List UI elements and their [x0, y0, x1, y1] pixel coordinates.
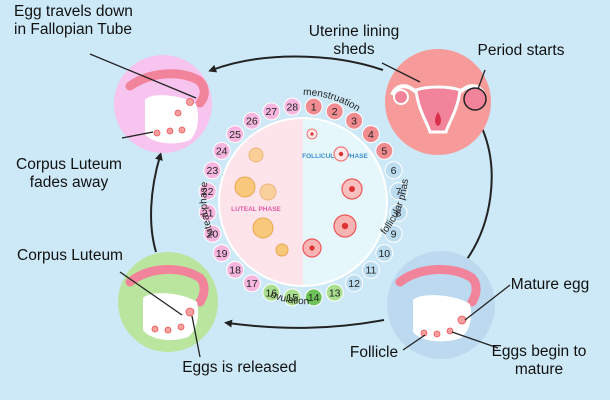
follicular-inner-half	[303, 118, 387, 286]
cycle-arrow-top	[208, 55, 384, 73]
period-highlight	[463, 87, 487, 111]
day-number: 26	[246, 116, 258, 128]
label-corpus-luteum-fades: Corpus Luteum fades away	[16, 156, 122, 191]
cycle-arrow-bottom	[224, 319, 385, 329]
day-number: 16	[265, 287, 277, 299]
fallopian-tube	[395, 265, 481, 307]
day-number: 20	[207, 229, 219, 241]
day-marker	[262, 102, 281, 121]
day-marker	[262, 283, 281, 302]
fallopian-tube	[125, 264, 209, 307]
label-eggs-released: Eggs is released	[182, 359, 297, 376]
day-number: 7	[395, 186, 401, 198]
follicle-stages	[302, 128, 363, 258]
label-uterine-lining: Uterine lining sheds	[308, 23, 400, 58]
label-period-starts: Period starts	[477, 42, 565, 59]
day-number: 23	[207, 165, 219, 177]
day-number: 8	[395, 208, 401, 220]
leader-lines	[89, 53, 511, 358]
day-number: 13	[329, 287, 341, 299]
day-number: 4	[368, 129, 374, 141]
day-number: 19	[216, 248, 228, 260]
day-number: 11	[365, 265, 376, 277]
day-number: 27	[265, 106, 277, 118]
day-number: 3	[351, 116, 357, 128]
corpus-luteum-blob	[234, 176, 256, 198]
day-marker	[304, 288, 323, 307]
day-number: 9	[391, 229, 397, 241]
cycle-arrow-right	[462, 127, 493, 266]
period-panel	[385, 49, 491, 155]
corpus-luteum-blob	[259, 183, 277, 201]
day-marker	[242, 111, 261, 130]
day-marker	[283, 97, 302, 116]
day-number: 15	[286, 292, 298, 304]
cycle-arrow-left	[150, 152, 163, 253]
day-marker	[384, 224, 403, 243]
day-marker	[203, 161, 222, 180]
fallopian-tube-panel	[114, 55, 212, 153]
day-number: 2	[332, 106, 338, 118]
corpus-luteum-panel	[118, 252, 218, 352]
day-marker	[345, 111, 364, 130]
day-number: 18	[229, 265, 241, 277]
corpus-luteum-blob	[252, 217, 274, 239]
label-eggs-begin: Eggs begin to mature	[491, 343, 587, 378]
corpus-luteum-stages	[234, 147, 289, 257]
day-number: 22	[202, 186, 214, 198]
day-number: 10	[378, 248, 390, 260]
day-number: 6	[391, 165, 397, 177]
label-corpus-luteum: Corpus Luteum	[17, 247, 123, 264]
day-number: 21	[202, 208, 214, 220]
follicle-panel	[387, 251, 495, 359]
day-marker	[198, 203, 217, 222]
uterus-icon	[414, 85, 462, 134]
day-marker	[226, 125, 245, 144]
day-marker	[389, 203, 408, 222]
day-marker	[361, 125, 380, 144]
day-marker	[212, 141, 231, 160]
day-marker	[345, 274, 364, 293]
day-marker	[375, 244, 394, 263]
luteal-inner-label: LUTEAL PHASE	[231, 206, 281, 213]
label-follicle: Follicle	[349, 344, 399, 361]
day-marker	[203, 224, 222, 243]
day-marker	[384, 161, 403, 180]
day-marker	[242, 274, 261, 293]
wheel-outline	[218, 117, 388, 287]
day-number: 24	[216, 146, 228, 158]
day-marker	[389, 182, 408, 201]
label-egg-travels: Egg travels down in Fallopian Tube	[14, 3, 133, 38]
fallopian-tube	[125, 69, 209, 108]
day-marker	[325, 283, 344, 302]
label-mature-egg: Mature egg	[510, 276, 590, 293]
day-marker	[283, 288, 302, 307]
day-number: 17	[246, 278, 258, 290]
corpus-luteum-blob	[275, 243, 289, 257]
luteal-inner-half	[219, 118, 303, 286]
day-marker	[375, 141, 394, 160]
day-marker	[361, 260, 380, 279]
corpus-luteum-blob	[248, 147, 264, 163]
day-marker	[212, 244, 231, 263]
day-number: 5	[381, 146, 387, 158]
day-number: 28	[286, 101, 298, 113]
day-marker	[226, 260, 245, 279]
day-marker	[304, 97, 323, 116]
day-number: 25	[229, 129, 241, 141]
day-marker	[325, 102, 344, 121]
day-number: 1	[311, 101, 317, 113]
egg-path	[153, 98, 194, 137]
day-marker	[198, 182, 217, 201]
day-number: 14	[308, 292, 320, 304]
day-number: 12	[348, 278, 360, 290]
